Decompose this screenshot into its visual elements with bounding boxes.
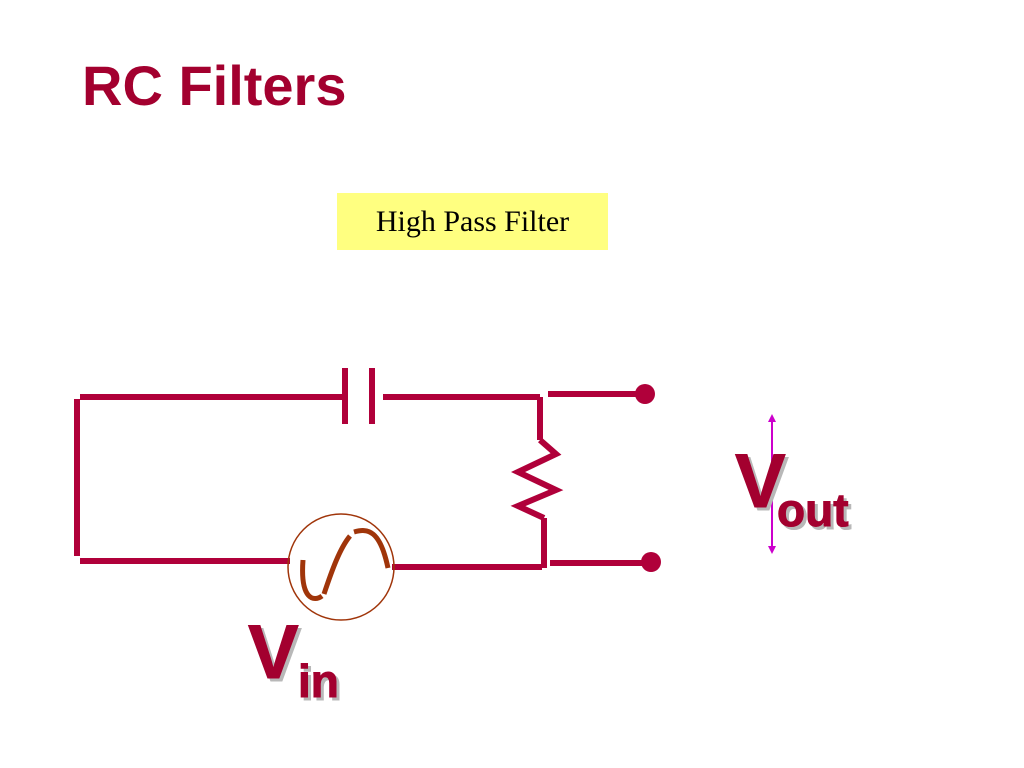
svg-text:V: V — [738, 442, 789, 527]
filter-type-label-text: High Pass Filter — [375, 204, 570, 238]
vout-symbol: V — [735, 439, 786, 524]
ac-source-icon — [287, 513, 395, 621]
vin-subscript: in — [298, 655, 339, 707]
filter-type-label: High Pass Filter — [337, 193, 608, 250]
svg-text:out: out — [780, 487, 852, 539]
svg-text:V: V — [251, 613, 302, 698]
terminal-dot-icon — [641, 552, 661, 572]
vin-label: V V in in — [248, 610, 343, 711]
vout-label: V V out out — [735, 439, 853, 540]
slide-title: RC Filters — [82, 54, 347, 117]
capacitor-icon — [342, 368, 375, 424]
vin-symbol: V — [248, 610, 299, 695]
resistor-icon — [510, 437, 564, 521]
vout-subscript: out — [777, 484, 849, 536]
svg-text:in: in — [301, 658, 342, 710]
terminal-dot-icon — [635, 384, 655, 404]
